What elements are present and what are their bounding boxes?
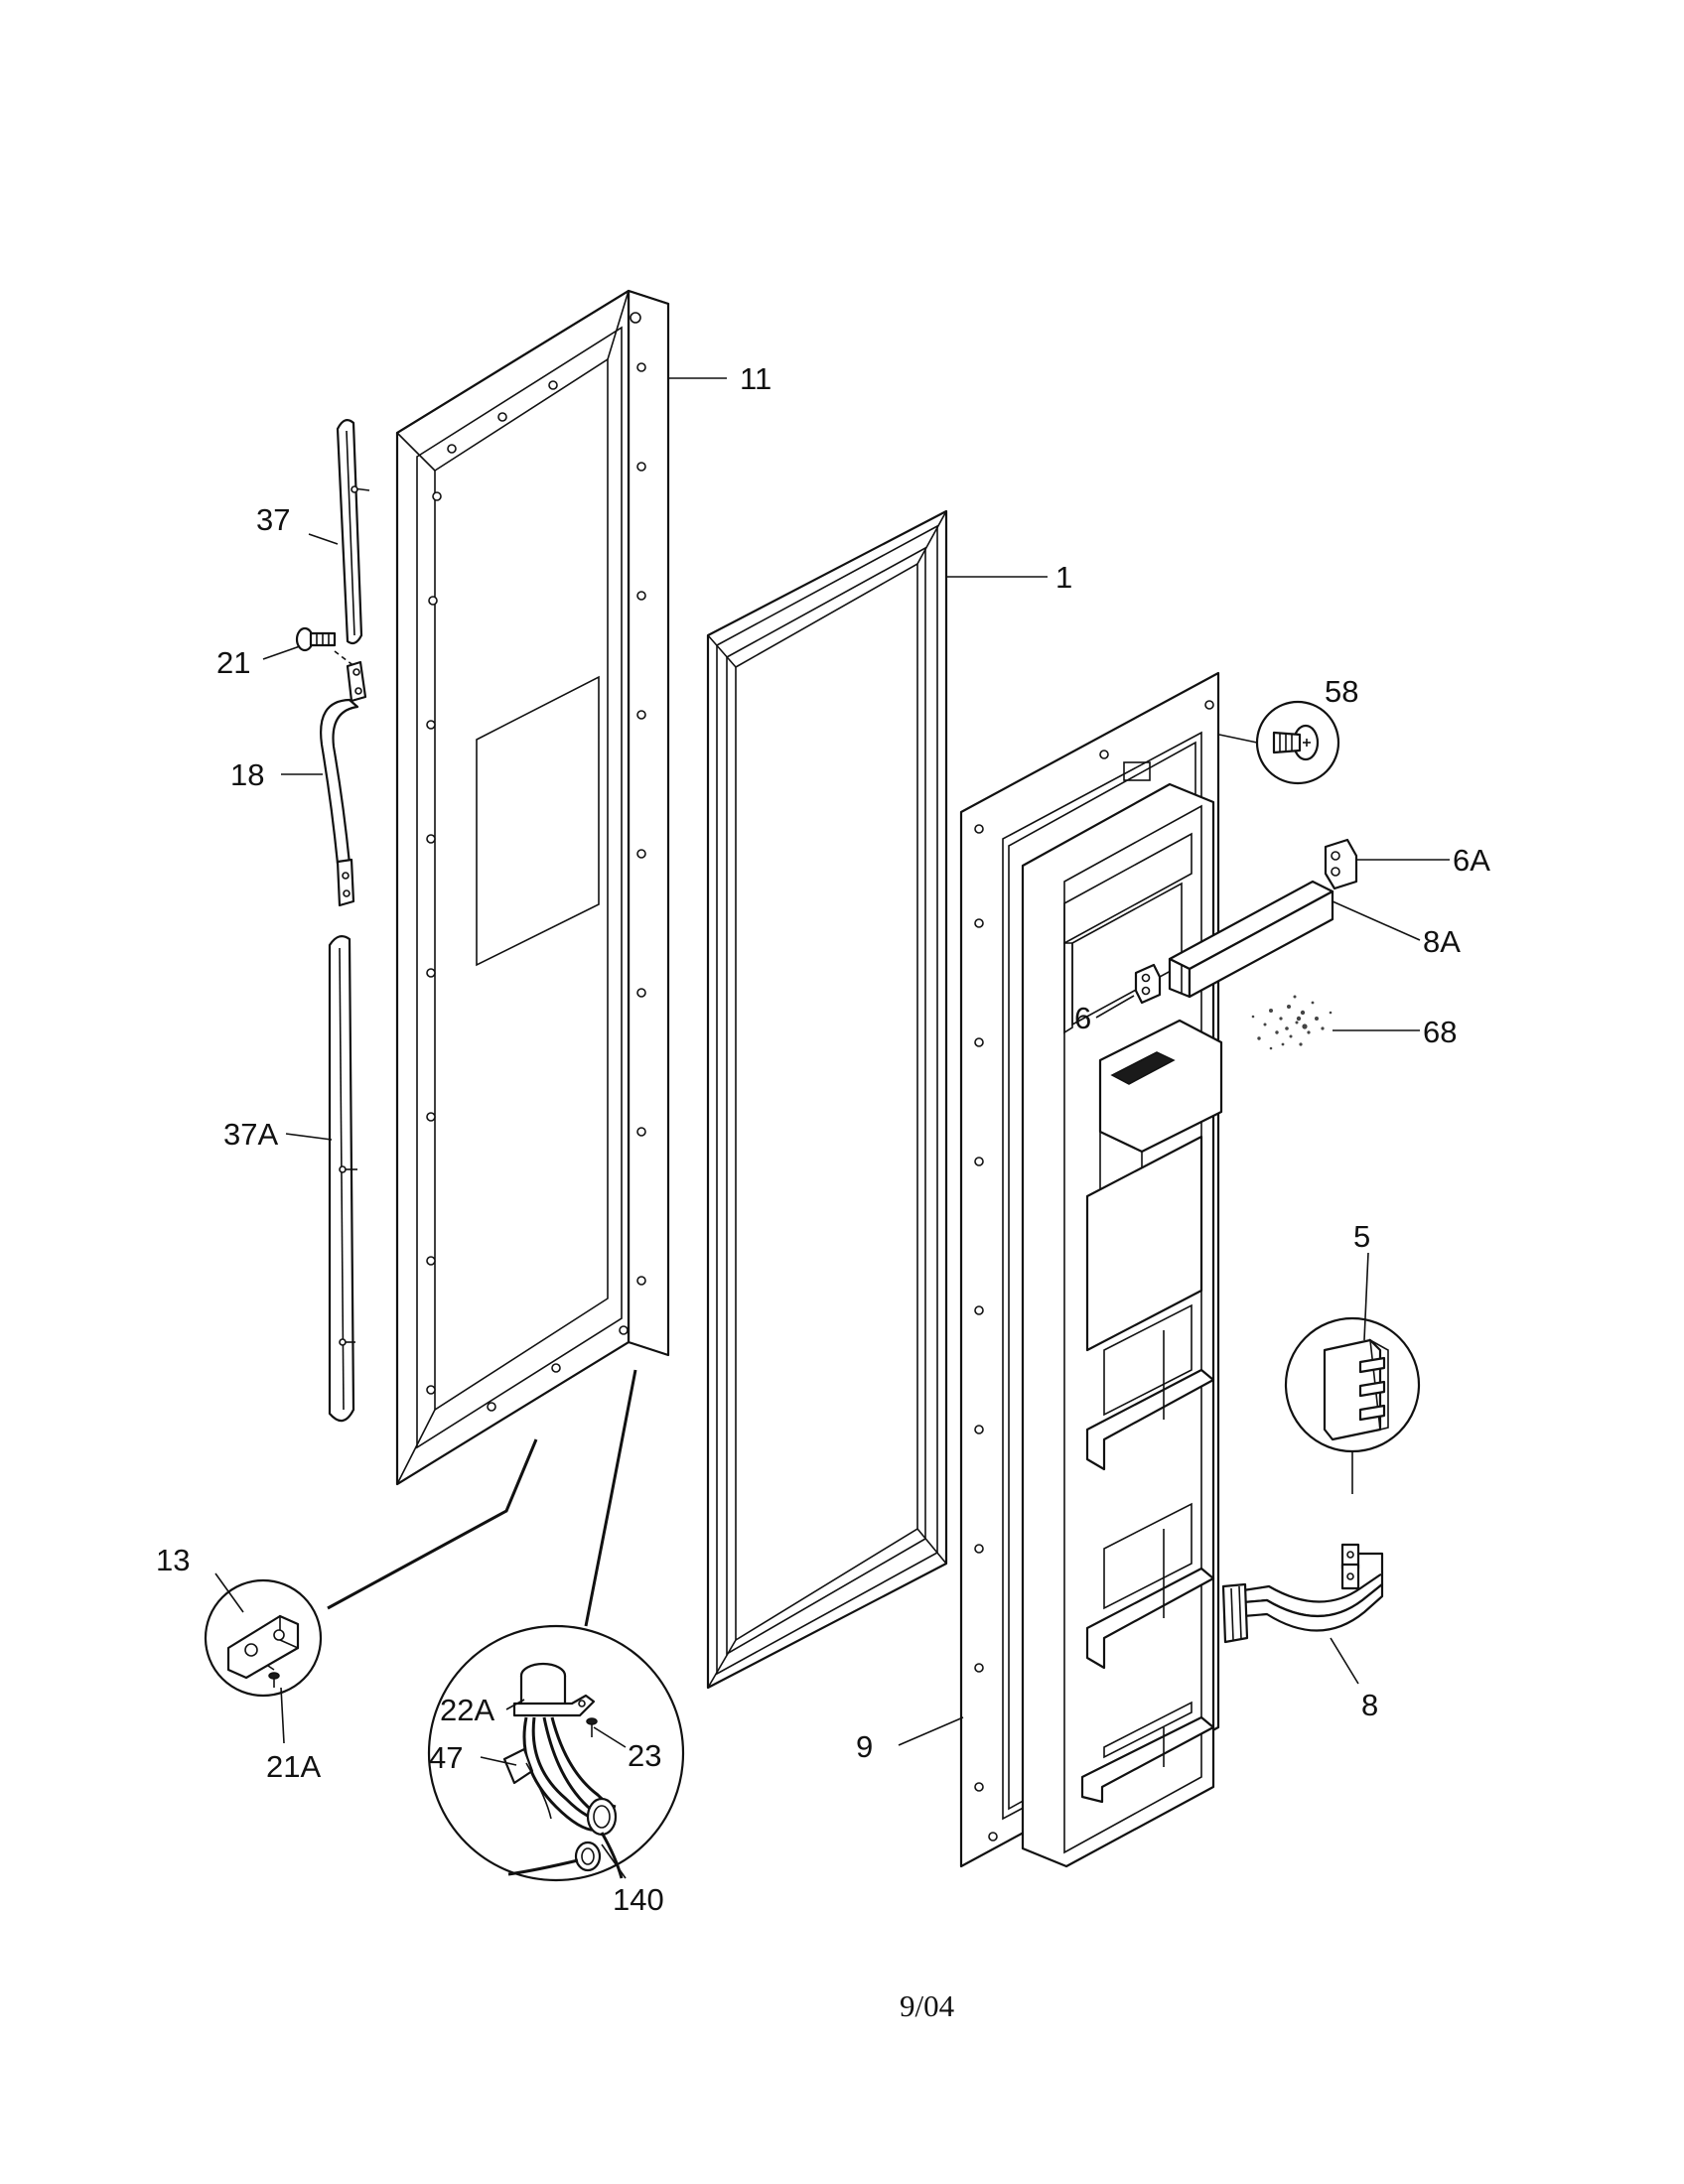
wiring-harness-detail — [427, 1624, 685, 1882]
callout-21a: 21A — [266, 1749, 321, 1784]
callout-68: 68 — [1423, 1015, 1457, 1049]
callout-5: 5 — [1353, 1219, 1370, 1254]
callout-18: 18 — [230, 757, 264, 792]
revision-date: 9/04 — [900, 1988, 955, 2023]
callout-leaders — [214, 377, 1450, 1879]
callout-11: 11 — [740, 361, 772, 396]
outer-door-panel — [395, 289, 670, 1486]
callout-6a: 6A — [1453, 843, 1490, 878]
callout-13: 13 — [156, 1543, 190, 1577]
callout-37: 37 — [256, 502, 290, 537]
foam-pad-68 — [1251, 995, 1333, 1050]
callout-8a: 8A — [1423, 924, 1461, 959]
callout-8: 8 — [1361, 1688, 1378, 1722]
rail-8a — [1168, 880, 1334, 999]
upper-handle-trim — [336, 419, 370, 645]
callout-58: 58 — [1325, 674, 1358, 709]
callout-47: 47 — [429, 1740, 463, 1775]
callout-1: 1 — [1055, 560, 1072, 595]
callout-9: 9 — [856, 1729, 873, 1764]
lower-handle-trim — [328, 935, 357, 1423]
bracket-6 — [1134, 963, 1162, 1005]
callout-6: 6 — [1074, 1001, 1091, 1035]
callout-21: 21 — [216, 645, 250, 680]
hinge-bracket-13-detail — [204, 1578, 323, 1698]
callout-140: 140 — [613, 1882, 664, 1917]
callout-37a: 37A — [223, 1117, 278, 1152]
callout-22a: 22A — [440, 1693, 494, 1727]
screw-58-detail — [1255, 700, 1340, 785]
bin-support-5-detail — [1284, 1316, 1421, 1494]
door-gasket — [706, 509, 948, 1690]
callout-labels: 11 37 21 18 37A 1 58 6A 8A 6 68 5 13 21A… — [156, 361, 1490, 1917]
screw-21 — [295, 626, 356, 668]
bin-bracket-8 — [1221, 1543, 1384, 1644]
bracket-6a — [1324, 838, 1358, 890]
detail-leader-lines — [327, 1369, 637, 1627]
door-handle — [320, 660, 367, 907]
inner-door-liner — [959, 671, 1223, 1868]
callout-23: 23 — [628, 1738, 661, 1773]
